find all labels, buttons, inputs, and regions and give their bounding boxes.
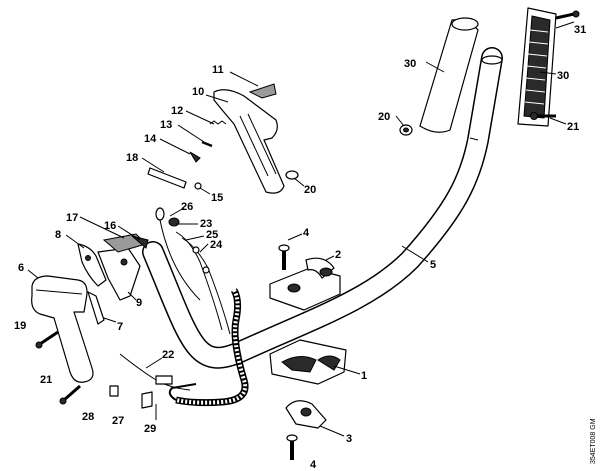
callout-16: 16 bbox=[104, 220, 116, 232]
cable-bundle bbox=[155, 207, 231, 335]
callout-24: 24 bbox=[210, 239, 223, 251]
callout-30-left: 30 bbox=[404, 58, 416, 70]
callout-6: 6 bbox=[18, 262, 24, 274]
callout-30-right: 30 bbox=[557, 70, 569, 82]
nut-20-upper bbox=[399, 124, 413, 136]
screw-21-upper bbox=[530, 112, 556, 120]
callout-25: 25 bbox=[206, 229, 218, 241]
callout-29: 29 bbox=[144, 423, 156, 435]
callout-23: 23 bbox=[200, 218, 212, 230]
throttle-lever-11 bbox=[248, 83, 277, 99]
grip-hose-left bbox=[419, 17, 479, 133]
screw-21-lower bbox=[59, 384, 81, 405]
callout-4-lower: 4 bbox=[310, 459, 317, 471]
callout-7: 7 bbox=[117, 321, 123, 333]
nut-20-lower bbox=[285, 170, 299, 180]
callout-22: 22 bbox=[162, 349, 174, 361]
callout-20-upper: 20 bbox=[378, 111, 390, 123]
callout-28: 28 bbox=[82, 411, 94, 423]
screw-31 bbox=[555, 10, 580, 20]
part-15 bbox=[194, 182, 202, 190]
callout-4-upper: 4 bbox=[303, 227, 310, 239]
callout-12: 12 bbox=[171, 105, 183, 117]
trigger-9 bbox=[97, 247, 141, 301]
callout-3: 3 bbox=[346, 433, 352, 445]
control-handle-left bbox=[31, 275, 94, 383]
clamp-1 bbox=[269, 339, 347, 385]
callout-20-lower: 20 bbox=[304, 184, 316, 196]
screw-19 bbox=[35, 330, 59, 349]
throttle-cable-coil bbox=[168, 288, 249, 407]
callout-8: 8 bbox=[55, 229, 61, 241]
callout-14: 14 bbox=[144, 133, 157, 145]
callout-26: 26 bbox=[181, 201, 193, 213]
callout-19: 19 bbox=[14, 320, 26, 332]
lever-8 bbox=[77, 243, 107, 287]
clip-27 bbox=[141, 391, 153, 409]
callout-13: 13 bbox=[160, 119, 172, 131]
part-17-16 bbox=[102, 233, 149, 253]
callout-9: 9 bbox=[136, 297, 142, 309]
callout-15: 15 bbox=[211, 192, 223, 204]
cable-22 bbox=[119, 353, 191, 391]
pin-13 bbox=[201, 140, 213, 148]
callout-5: 5 bbox=[430, 259, 436, 271]
callout-21-lower: 21 bbox=[40, 374, 52, 386]
part-14 bbox=[189, 151, 201, 163]
callout-11: 11 bbox=[212, 64, 224, 76]
callout-1: 1 bbox=[361, 370, 367, 382]
grip-hose-right bbox=[517, 7, 557, 127]
callout-labels: 31 30 30 11 10 20 21 12 13 14 18 15 20 2… bbox=[14, 24, 586, 471]
trigger-7 bbox=[87, 291, 105, 325]
screw-4-lower bbox=[286, 434, 298, 460]
callout-18: 18 bbox=[126, 152, 138, 164]
callout-10: 10 bbox=[192, 86, 204, 98]
handlebar-tube bbox=[142, 47, 503, 369]
clamp-2 bbox=[269, 257, 341, 311]
leader-lines bbox=[27, 21, 575, 437]
callout-2: 2 bbox=[335, 249, 341, 261]
clip-28 bbox=[109, 385, 119, 397]
clamp-3 bbox=[285, 400, 327, 429]
control-handle-housing bbox=[213, 89, 285, 194]
callout-17: 17 bbox=[66, 212, 78, 224]
spring-12 bbox=[209, 120, 227, 125]
rod-18 bbox=[147, 167, 187, 189]
screw-4-upper bbox=[278, 244, 290, 270]
callout-31: 31 bbox=[574, 24, 586, 36]
callout-21-upper: 21 bbox=[567, 121, 579, 133]
callout-27: 27 bbox=[112, 415, 124, 427]
drawing-code: 354ET008 GM bbox=[590, 418, 597, 464]
